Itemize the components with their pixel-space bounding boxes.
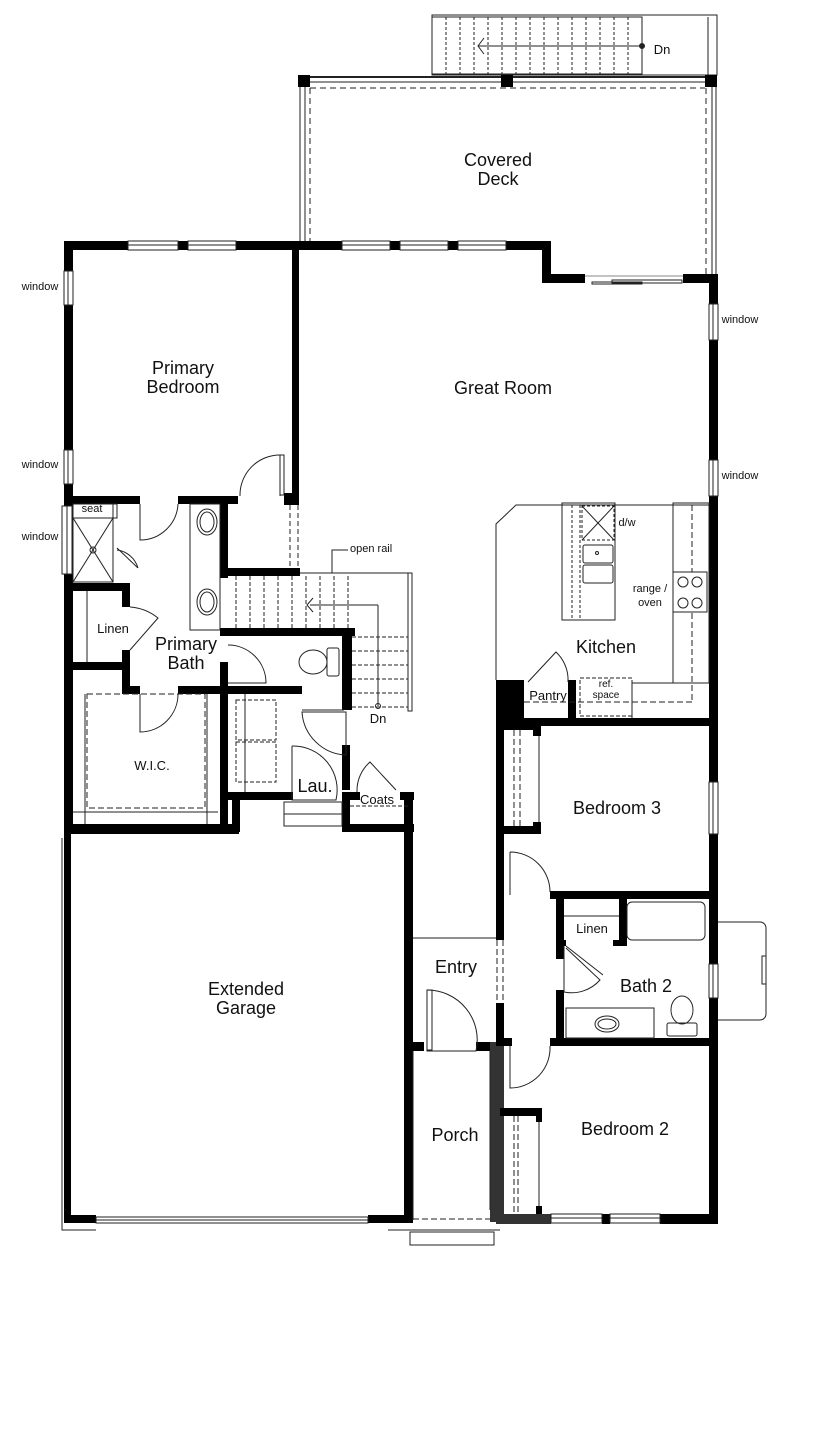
range-line1: range / xyxy=(632,583,668,595)
door-swing xyxy=(239,454,281,497)
dishwasher-label: d/w xyxy=(618,517,636,529)
open-rail-label: open rail xyxy=(350,543,393,555)
room-label-laundry: Lau. xyxy=(297,776,333,796)
primary-bedroom-line1: Primary xyxy=(152,358,214,378)
room-label-linen-bath2: Linen xyxy=(576,921,608,936)
room-label-great-room: Great Room xyxy=(453,378,553,398)
room-label-entry: Entry xyxy=(434,957,477,977)
room-label-porch: Porch xyxy=(431,1125,479,1145)
primary-bath-line1: Primary xyxy=(155,634,217,654)
deck-stairs-dn-label: Dn xyxy=(653,42,671,57)
covered-deck-line1: Covered xyxy=(463,150,533,170)
seat-label: seat xyxy=(81,503,103,515)
window-label-left-1: window xyxy=(21,281,59,293)
covered-deck-outline xyxy=(298,75,717,278)
deck-stairs xyxy=(431,14,718,76)
room-label-bedroom-3: Bedroom 3 xyxy=(572,798,662,818)
room-label-covered-deck: Covered Deck xyxy=(443,151,553,189)
primary-bath-line2: Bath xyxy=(167,652,205,673)
window-label-left-2: window xyxy=(21,459,59,471)
interior-stairs-dn-label: Dn xyxy=(369,711,387,726)
room-label-bath-2: Bath 2 xyxy=(619,976,673,996)
window-label-right-2: window xyxy=(721,470,759,482)
primary-bedroom-line2: Bedroom xyxy=(146,376,220,397)
window-label-left-3: window xyxy=(21,531,59,543)
room-label-primary-bath: Primary Bath xyxy=(136,635,236,673)
windows xyxy=(61,240,719,1224)
fridge-space-label: ref. space xyxy=(586,679,626,701)
open-rail-leader xyxy=(331,549,348,573)
fridge-line2: space xyxy=(592,689,620,701)
room-label-wic: W.I.C. xyxy=(134,758,170,773)
room-label-linen-primary: Linen xyxy=(97,621,129,636)
covered-deck-line2: Deck xyxy=(477,168,519,189)
window-label-right-1: window xyxy=(721,314,759,326)
fridge-line1: ref. xyxy=(598,679,614,690)
room-label-coats: Coats xyxy=(360,792,394,807)
room-label-pantry: Pantry xyxy=(529,688,567,703)
room-label-kitchen: Kitchen xyxy=(575,637,637,657)
garage-line2: Garage xyxy=(215,997,277,1018)
range-line2: oven xyxy=(638,596,662,609)
room-label-primary-bedroom: Primary Bedroom xyxy=(128,359,238,397)
garage-line1: Extended xyxy=(207,979,285,999)
room-label-bedroom-2: Bedroom 2 xyxy=(580,1119,670,1139)
bay-window xyxy=(718,921,767,1021)
walls xyxy=(64,241,718,1224)
range-oven-label: range / oven xyxy=(628,583,672,609)
room-label-extended-garage: Extended Garage xyxy=(186,980,306,1018)
